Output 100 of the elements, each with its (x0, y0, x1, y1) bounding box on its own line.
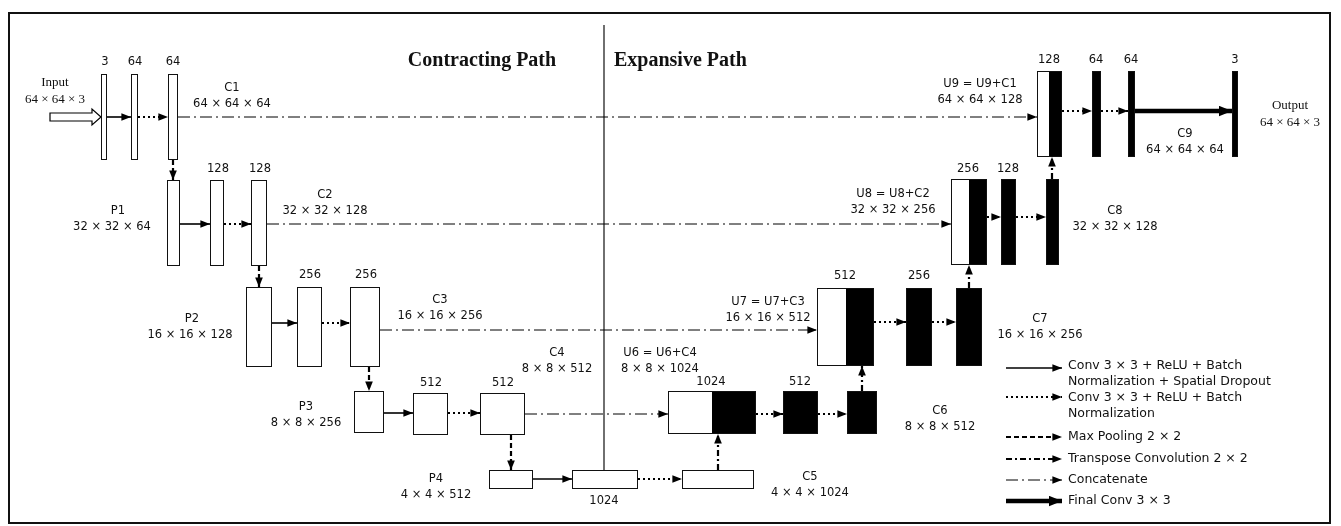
feature-map-bar (413, 393, 448, 435)
layer-size: 32 × 32 × 128 (282, 203, 368, 217)
arrow (714, 434, 722, 470)
layer-size: 64 × 64 × 3 (1259, 115, 1321, 129)
feature-map-bar (682, 470, 754, 489)
layer-label: P4 (428, 471, 444, 485)
arrow (532, 475, 573, 483)
channel-count: 3 (1231, 52, 1239, 66)
layer-size: 32 × 32 × 256 (850, 202, 936, 216)
arrow (179, 220, 211, 228)
layer-label: C5 (802, 469, 818, 483)
layer-size: 4 × 4 × 1024 (771, 485, 849, 499)
arrow (271, 319, 298, 327)
feature-map-bar (783, 391, 818, 434)
channel-count: 512 (834, 268, 856, 282)
arrow (1135, 105, 1232, 117)
concatenated-feature-map (817, 288, 874, 366)
feature-map-bar (251, 180, 267, 266)
layer-size: 16 × 16 × 512 (725, 310, 811, 324)
feature-map-bar (1046, 179, 1059, 265)
layer-size: 64 × 64 × 64 (193, 96, 271, 110)
layer-label: P2 (184, 311, 200, 325)
channel-count: 64 (1088, 52, 1104, 66)
layer-label: P1 (110, 203, 126, 217)
channel-count: 64 (165, 54, 181, 68)
layer-label: C2 (317, 187, 333, 201)
legend-label: Transpose Convolution 2 × 2 (1068, 450, 1249, 466)
feature-map-bar (572, 470, 638, 489)
feature-map-bar (1128, 71, 1135, 157)
section-heading: Contracting Path (407, 48, 557, 71)
feature-map-bar (131, 74, 138, 160)
channel-count: 128 (249, 161, 271, 175)
feature-map-bar (350, 287, 380, 367)
channel-count: 1024 (696, 374, 726, 388)
channel-count: 1024 (589, 493, 619, 507)
layer-size: 8 × 8 × 256 (270, 415, 342, 429)
arrow (524, 410, 669, 418)
layer-label: U8 = U8+C2 (856, 186, 930, 200)
layer-label: Output (1271, 98, 1309, 112)
legend-label: Max Pooling 2 × 2 (1068, 428, 1183, 444)
section-heading: Expansive Path (614, 48, 747, 71)
arrow (169, 160, 177, 180)
channel-count: 128 (207, 161, 229, 175)
feature-map-bar (210, 180, 224, 266)
layer-label: C7 (1032, 311, 1048, 325)
legend-label: Conv 3 × 3 + ReLU + Batch Normalization (1068, 389, 1244, 421)
feature-map-bar (1001, 179, 1016, 265)
arrow (266, 220, 952, 228)
arrow (932, 318, 956, 326)
legend-label: Final Conv 3 × 3 (1068, 492, 1172, 508)
feature-map-bar (246, 287, 272, 367)
feature-map-bar (480, 393, 525, 435)
arrow (965, 265, 973, 288)
layer-label: P3 (298, 399, 314, 413)
arrow (638, 475, 682, 483)
arrow (383, 409, 414, 417)
channel-count: 256 (908, 268, 930, 282)
layer-size: 64 × 64 × 64 (1146, 142, 1224, 156)
layer-size: 8 × 8 × 1024 (621, 361, 699, 375)
feature-map-bar (956, 288, 982, 366)
layer-size: 32 × 32 × 128 (1072, 219, 1158, 233)
channel-count: 64 (1123, 52, 1139, 66)
feature-map-bar (101, 74, 107, 160)
layer-label: C4 (549, 345, 565, 359)
channel-count: 512 (789, 374, 811, 388)
channel-count: 128 (1038, 52, 1060, 66)
arrow (138, 113, 168, 121)
legend-label: Concatenate (1068, 471, 1149, 487)
layer-label: U6 = U6+C4 (623, 345, 697, 359)
arrow (379, 326, 818, 334)
concatenated-feature-map (1037, 71, 1062, 157)
arrow (1101, 107, 1128, 115)
arrow (1048, 157, 1056, 179)
concatenated-feature-map (951, 179, 987, 265)
arrow (322, 319, 350, 327)
channel-count: 64 (127, 54, 143, 68)
layer-size: 8 × 8 × 512 (521, 361, 593, 375)
layer-size: 8 × 8 × 512 (904, 419, 976, 433)
legend-label: Conv 3 × 3 + ReLU + Batch Normalization + Spatial Dropout (1068, 357, 1272, 389)
arrow (255, 266, 263, 287)
arrow (106, 113, 132, 121)
layer-label: C8 (1107, 203, 1123, 217)
feature-map-bar (168, 74, 178, 160)
arrow (818, 410, 847, 418)
layer-label: Input (41, 75, 69, 89)
layer-label: C6 (932, 403, 948, 417)
feature-map-bar (354, 391, 384, 433)
arrow (507, 435, 515, 470)
arrow (365, 367, 373, 391)
arrow (177, 113, 1038, 121)
layer-label: C3 (432, 292, 448, 306)
arrow (987, 213, 1001, 221)
feature-map-bar (1232, 71, 1238, 157)
feature-map-bar (489, 470, 533, 489)
layer-label: C9 (1177, 126, 1193, 140)
layer-size: 4 × 4 × 512 (400, 487, 472, 501)
channel-count: 256 (355, 267, 377, 281)
feature-map-bar (906, 288, 932, 366)
channel-count: 512 (492, 375, 514, 389)
arrow (756, 410, 783, 418)
